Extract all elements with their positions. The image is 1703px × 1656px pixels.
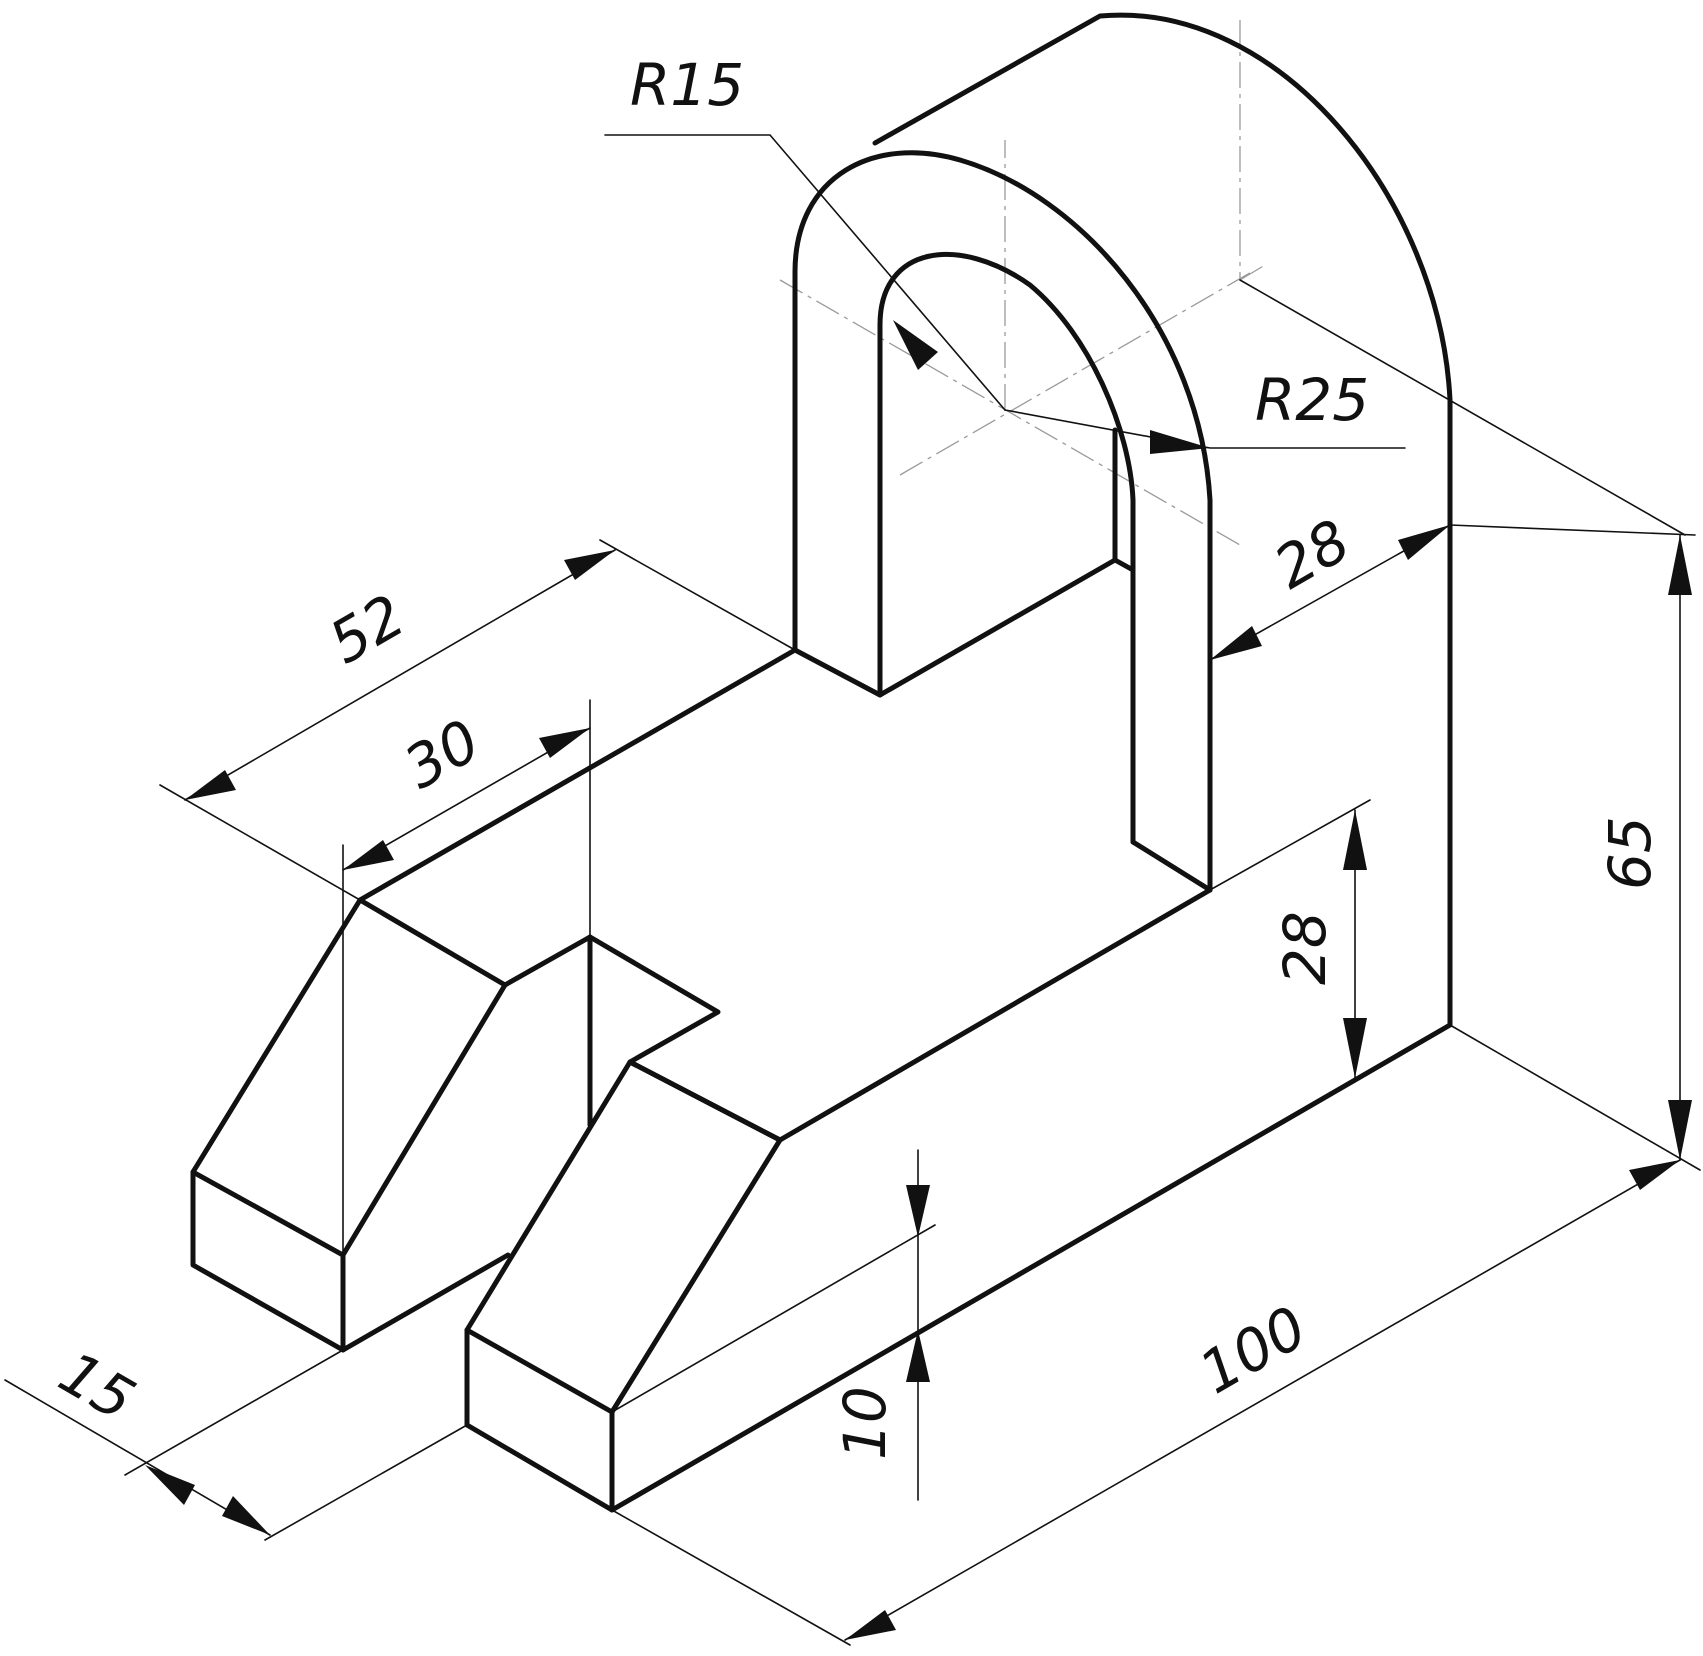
right-prong-front-top (464, 1327, 615, 1415)
dim-30-arrow-b (539, 728, 590, 758)
base-top-back-edge (357, 647, 798, 903)
left-prong-front-top (190, 1169, 346, 1258)
part-outline (190, 12, 1453, 1513)
ext-10-top (611, 1224, 936, 1413)
ext-15-left (124, 1349, 344, 1476)
label-r15: R15 (630, 51, 744, 119)
dim-52-arrow-b (564, 550, 615, 580)
r15-arrow (893, 320, 938, 370)
left-prong-bottom (340, 1252, 511, 1353)
hole-bottom-edge (877, 557, 1118, 698)
dim-30-arrow-a (343, 840, 394, 870)
label-15: 15 (48, 1338, 146, 1434)
dim-100 (844, 1159, 1681, 1641)
ext-28h-top (1209, 799, 1371, 891)
label-r25: R25 (1255, 366, 1369, 434)
dim-65-arrow-b (1668, 1100, 1692, 1160)
arch-hole-edge (877, 252, 1136, 845)
hole-bottom-join (1112, 557, 1136, 573)
r15-leader (604, 134, 1006, 411)
ext-52-back (599, 539, 796, 651)
ext-65-bottom (1449, 1024, 1701, 1171)
ext-15-right (264, 1424, 468, 1541)
label-10: 10 (831, 1386, 899, 1460)
dim-100-arrow-b (1629, 1160, 1680, 1190)
label-28-thickness: 28 (1263, 506, 1361, 602)
dim-28t-arrow-a (1210, 626, 1262, 660)
arch-foot-right (1130, 839, 1213, 893)
dim-15-arrow-b (222, 1496, 270, 1535)
label-65: 65 (1596, 816, 1664, 890)
base-bottom-right-edge (609, 1022, 1453, 1513)
ext-arch-back (1239, 279, 1686, 536)
dim-65-arrow-a (1668, 535, 1692, 595)
dim-100-arrow-a (845, 1610, 896, 1640)
arch-foot-left (792, 647, 883, 698)
dimension-lines (4, 134, 1701, 1646)
dim-28h-arrow-a (1343, 810, 1367, 870)
dim-28t-arrow-b (1398, 525, 1450, 560)
label-52: 52 (318, 581, 416, 677)
dim-52 (184, 549, 616, 801)
ext-65-top (1449, 524, 1696, 536)
dim-10-arrow-b (906, 1330, 930, 1382)
dim-52-arrow-a (185, 770, 236, 800)
label-30: 30 (393, 706, 491, 802)
dim-28h-arrow-b (1343, 1018, 1367, 1078)
r25-arrow (1150, 430, 1210, 454)
arch-outer-back-edge (872, 12, 1453, 1028)
slot-edges (502, 934, 783, 1143)
dim-10-arrow-a (906, 1185, 930, 1237)
ext-100-left (611, 1509, 851, 1646)
dim-15-arrow-a (145, 1465, 195, 1505)
label-100: 100 (1188, 1293, 1318, 1407)
label-28-height: 28 (1271, 911, 1339, 985)
ext-52-front (159, 784, 361, 901)
arch-front-outer-edge (792, 150, 1213, 893)
base-top-front-edge (777, 887, 1213, 1143)
center-lines (779, 20, 1266, 546)
